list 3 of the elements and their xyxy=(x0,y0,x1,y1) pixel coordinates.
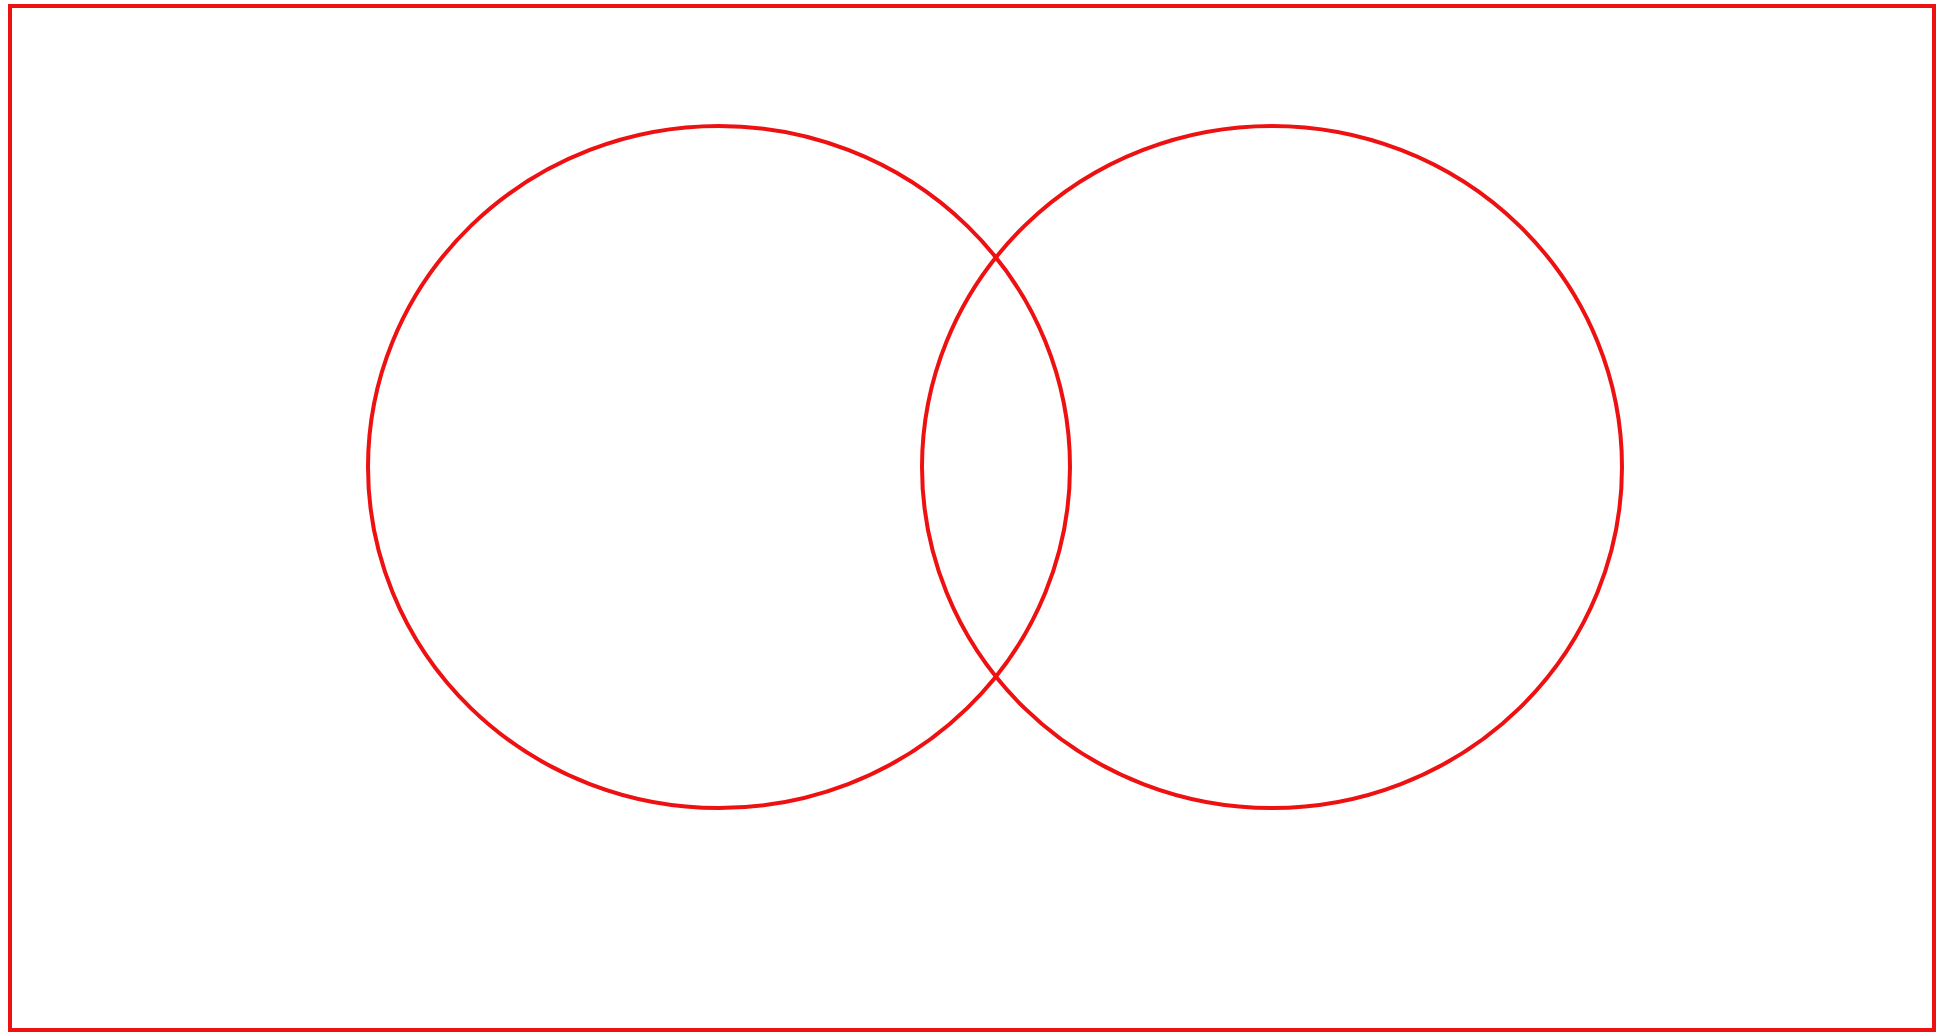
venn-circle xyxy=(920,124,1624,810)
venn-circle xyxy=(366,124,1072,810)
frame-rectangle xyxy=(8,4,1936,1032)
